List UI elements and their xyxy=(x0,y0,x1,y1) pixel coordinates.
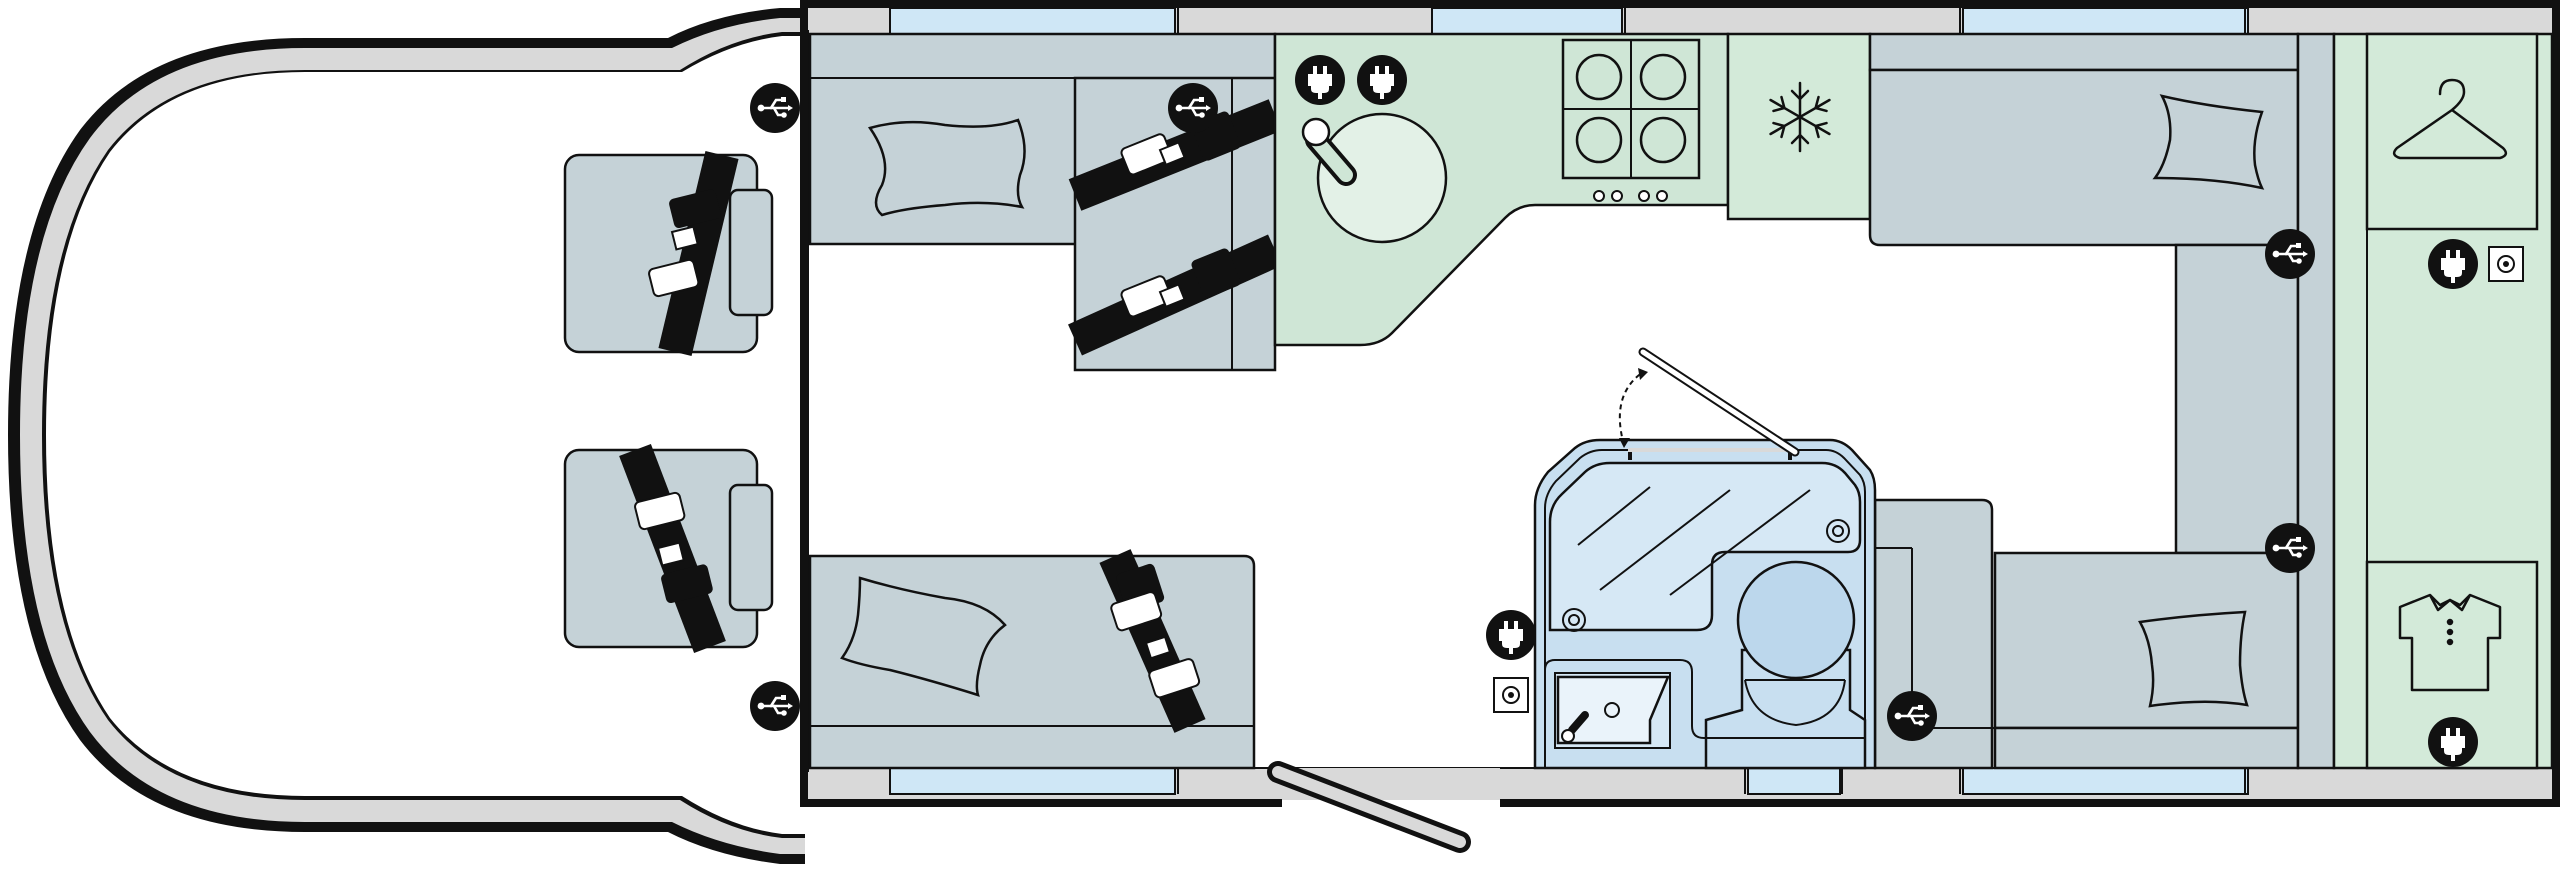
pillow-icon xyxy=(2138,610,2249,708)
window xyxy=(1431,7,1623,35)
seatbelt-icon xyxy=(619,443,726,654)
cab-seat-driver xyxy=(563,151,774,356)
usb-socket-icon xyxy=(2263,227,2317,281)
mains-socket-icon xyxy=(1357,55,1407,105)
mains-socket-icon xyxy=(1486,610,1536,660)
usb-socket-icon xyxy=(2263,521,2317,575)
shirt-icon xyxy=(2398,593,2502,692)
window xyxy=(1747,767,1841,795)
usb-socket-icon xyxy=(1885,689,1939,743)
washroom-door-icon xyxy=(1618,347,1800,460)
wardrobe-top[interactable] xyxy=(2365,32,2539,231)
shower-icon xyxy=(1548,461,1862,632)
front-lounge-travel-seat xyxy=(1068,76,1282,372)
window xyxy=(889,7,1176,35)
seatbelt-icon xyxy=(1099,549,1206,733)
window xyxy=(1962,767,2249,795)
hob-icon xyxy=(1561,38,1701,202)
entrance-door[interactable] xyxy=(1267,761,1500,853)
window xyxy=(889,767,1176,795)
mains-socket-icon xyxy=(1295,55,1345,105)
fridge-unit xyxy=(1726,32,1872,221)
door-icon xyxy=(1267,761,1471,853)
mains-socket-icon xyxy=(2428,239,2478,289)
pillow-icon xyxy=(867,118,1026,217)
kitchen-counter xyxy=(1273,32,1730,347)
washroom[interactable] xyxy=(1533,347,1877,770)
seatbelt-icon xyxy=(1068,234,1282,356)
pillow-icon xyxy=(2152,94,2265,190)
usb-socket-icon xyxy=(1166,81,1220,135)
pillow-icon xyxy=(840,576,1007,697)
usb-socket-icon xyxy=(748,679,802,733)
cab-seat-passenger xyxy=(563,443,774,654)
usb-socket-icon xyxy=(748,81,802,135)
sink-icon xyxy=(1301,112,1448,244)
tv-aerial-socket-icon xyxy=(2488,246,2524,282)
front-lounge-sofa-bottom xyxy=(808,549,1256,770)
tv-aerial-socket-icon xyxy=(1493,677,1529,713)
mains-socket-icon xyxy=(2428,717,2478,767)
seatbelt-icon xyxy=(648,151,739,356)
rear-lounge xyxy=(1868,32,2336,770)
snowflake-icon xyxy=(1769,81,1831,153)
window xyxy=(1962,7,2249,35)
basin-icon xyxy=(1544,659,1865,768)
windows-top xyxy=(889,7,2249,35)
coat-hanger-icon xyxy=(2392,78,2508,160)
